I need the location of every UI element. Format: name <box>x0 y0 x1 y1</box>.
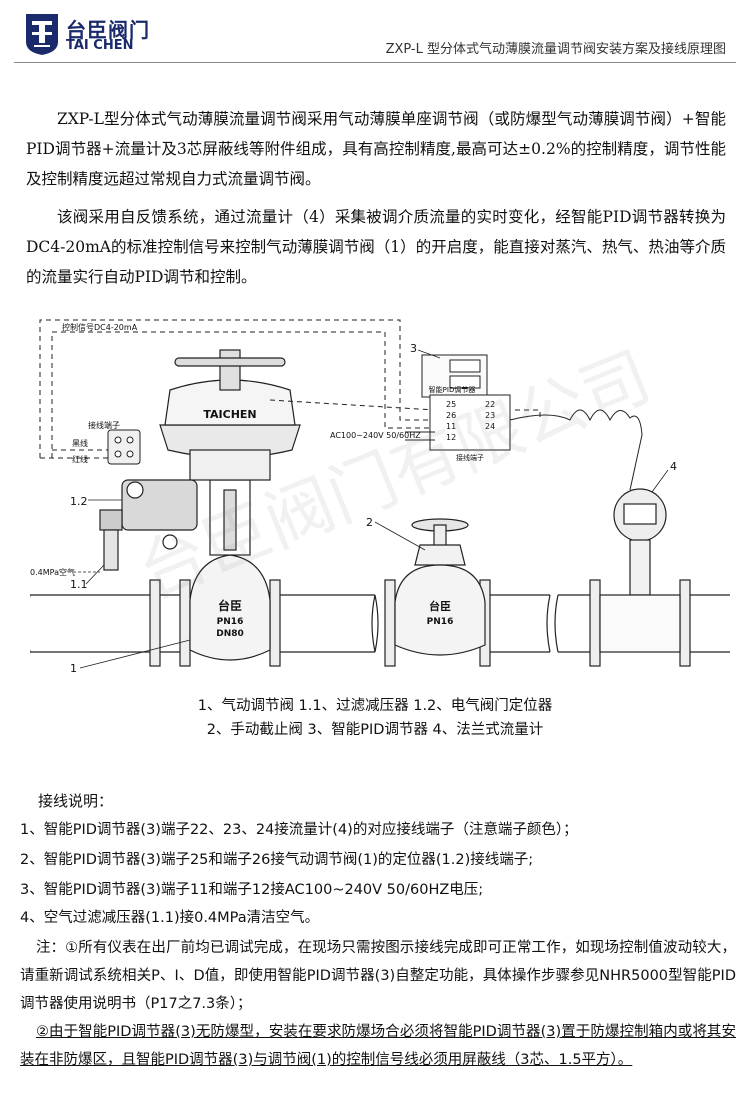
callout-leaders <box>79 349 669 669</box>
black-wire-label: 黑线 <box>72 438 88 448</box>
intro-paragraph-1: ZXP-L型分体式气动薄膜流量调节阀采用气动薄膜单座调节阀（或防爆型气动薄膜调节… <box>26 110 726 188</box>
logo-text-en: TAI CHEN <box>66 38 134 53</box>
valve-brand-text: 台臣 <box>218 598 242 613</box>
power-lines <box>405 431 435 441</box>
wiring-item-1: 1、智能PID调节器(3)端子22、23、24接流量计(4)的对应接线端子（注意… <box>20 822 578 838</box>
control-valve: 台臣 PN16 DN80 TAICHEN <box>99 349 301 661</box>
signal-lines <box>39 319 541 459</box>
note-1: 注：①所有仪表在出厂前均已调试完成，在现场只需按图示接线完成即可正常工作，如现场… <box>20 940 736 1012</box>
callout-1-2: 1.2 <box>70 495 88 508</box>
air-label: 0.4MPa空气 <box>30 567 75 577</box>
callout-1-1: 1.1 <box>70 578 88 591</box>
intro-paragraph-2: 该阀采用自反馈系统，通过流量计（4）采集被调介质流量的实时变化，经智能PID调节… <box>26 208 726 286</box>
terminal-24: 24 <box>485 422 495 431</box>
installation-diagram: 台臣 PN16 DN80 TAICHEN 接线端子 黑线 红线 控制信号 <box>30 319 730 675</box>
red-wire-label: 红线 <box>72 454 88 464</box>
pipeline <box>30 579 730 667</box>
terminal-label: 接线端子 <box>88 420 120 430</box>
controller-terminal-label: 接线端子 <box>456 453 484 462</box>
valve-pn-text: PN16 <box>217 617 244 627</box>
document-title: ZXP-L 型分体式气动薄膜流量调节阀安装方案及接线原理图 <box>385 42 726 57</box>
signal-label: 控制信号DC4-20mA <box>62 322 138 332</box>
logo-mark-icon <box>26 14 58 55</box>
legend-line-1: 1、气动调节阀 1.1、过滤减压器 1.2、电气阀门定位器 <box>197 698 553 714</box>
controller-label: 智能PID调节器 <box>429 385 476 394</box>
manual-valve-pn: PN16 <box>427 617 454 627</box>
power-label: AC100~240V 50/60HZ <box>330 431 421 440</box>
page-header: 台臣阀门 TAI CHEN ZXP-L 型分体式气动薄膜流量调节阀安装方案及接线… <box>0 0 750 60</box>
pid-terminals: 25 26 11 12 22 23 24 <box>446 400 495 442</box>
callouts: 1 1.1 1.2 2 3 4 <box>70 342 677 675</box>
wiring-item-3: 3、智能PID调节器(3)端子11和端子12接AC100~240V 50/60H… <box>20 882 484 898</box>
signal-cable <box>509 409 643 491</box>
callout-1: 1 <box>70 662 77 675</box>
terminal-11: 11 <box>446 422 456 431</box>
actuator-brand-text: TAICHEN <box>203 408 256 421</box>
callout-4: 4 <box>670 460 677 473</box>
wiring-item-2: 2、智能PID调节器(3)端子25和端子26接气动调节阀(1)的定位器(1.2)… <box>20 852 534 868</box>
manual-valve-brand: 台臣 <box>429 599 451 613</box>
note-2: ②由于智能PID调节器(3)无防爆型，安装在要求防爆场合必须将智能PID调节器(… <box>20 1024 736 1068</box>
legend-line-2: 2、手动截止阀 3、智能PID调节器 4、法兰式流量计 <box>206 722 544 738</box>
terminal-23: 23 <box>485 411 495 420</box>
callout-2: 2 <box>366 516 373 529</box>
manual-valve: 台臣 PN16 <box>394 518 486 656</box>
valve-dn-text: DN80 <box>216 629 244 639</box>
terminal-12: 12 <box>446 433 456 442</box>
callout-3: 3 <box>410 342 417 355</box>
flowmeter <box>599 488 681 653</box>
wiring-title: 接线说明： <box>38 792 114 810</box>
terminal-box: 接线端子 黑线 红线 <box>72 420 141 465</box>
header-divider <box>14 62 736 63</box>
terminal-26: 26 <box>446 411 456 420</box>
terminal-22: 22 <box>485 400 495 409</box>
company-logo: 台臣阀门 TAI CHEN <box>22 12 162 58</box>
terminal-25: 25 <box>446 400 456 409</box>
logo-text-cn: 台臣阀门 <box>66 18 150 42</box>
pid-controller: 智能PID调节器 接线端子 <box>421 354 511 462</box>
wiring-item-4: 4、空气过滤减压器(1.1)接0.4MPa清洁空气。 <box>20 910 320 926</box>
